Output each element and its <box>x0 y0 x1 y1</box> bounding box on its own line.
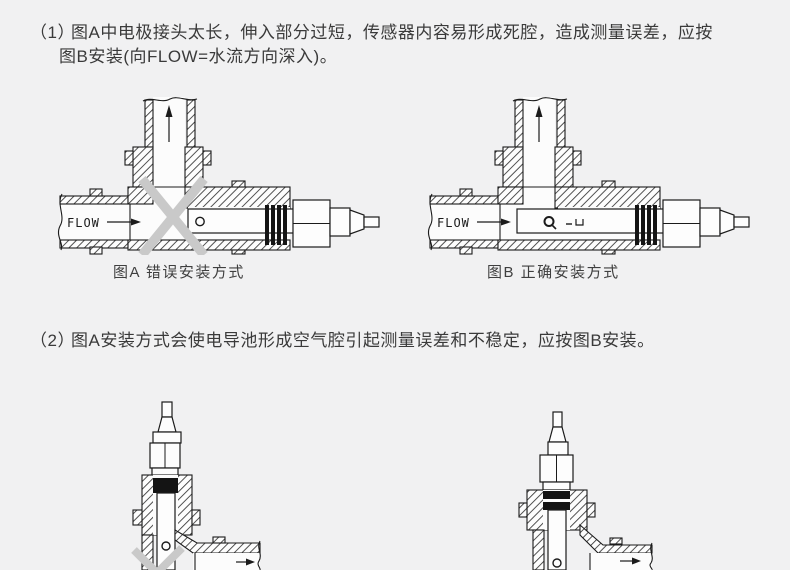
cable-pin <box>363 216 380 228</box>
sensor-fittings <box>635 199 750 248</box>
sensor-fittings <box>265 199 380 248</box>
up-arrow-icon <box>535 105 543 142</box>
seal-ring <box>153 478 178 493</box>
electrode-hole <box>161 541 171 551</box>
outlet-pipe <box>174 529 261 570</box>
note2-number: （2） <box>30 331 75 350</box>
figure-a-caption: 图A 错误安装方式 <box>113 264 245 281</box>
flow-label: FLOW <box>67 216 100 230</box>
figure-d-diagram <box>518 411 653 570</box>
outlet-pipe <box>579 523 653 570</box>
vertical-pipe <box>494 97 582 204</box>
sensor-probe <box>547 509 567 570</box>
up-arrow-icon <box>165 105 173 142</box>
note1-line2: 图B安装(向FLOW=水流方向深入)。 <box>59 47 338 66</box>
electrode-hole <box>195 216 205 227</box>
cable-pin <box>161 401 173 418</box>
figure-b-diagram: FLOW <box>427 97 750 255</box>
note1-line1: 图A中电极接头太长，伸入部分过短，传感器内容易形成死腔，造成测量误差，应按 <box>71 23 713 42</box>
sensor-connector <box>539 411 574 491</box>
x-mark-icon <box>138 175 208 255</box>
vertical-pipe <box>124 97 212 204</box>
figure-a-diagram: FLOW <box>57 97 380 255</box>
seal-ring <box>543 502 570 510</box>
sensor-connector <box>149 401 182 477</box>
x-mark-icon <box>131 545 185 570</box>
flow-arrow-icon <box>620 557 641 565</box>
electrode-hole <box>543 216 555 227</box>
figure-b-caption: 图B 正确安装方式 <box>487 264 620 281</box>
note1-number: （1） <box>30 23 75 42</box>
note2-text: 图A安装方式会使电导池形成空气腔引起测量误差和不稳定，应按图B安装。 <box>71 331 655 350</box>
seal-ring <box>543 491 570 499</box>
figure-c-diagram <box>131 401 261 570</box>
electrode-hole <box>552 558 562 568</box>
cable-pin <box>552 411 563 428</box>
cable-pin <box>733 216 750 228</box>
flow-label: FLOW <box>437 216 470 230</box>
flow-arrow-icon <box>236 558 255 566</box>
tee-body <box>497 180 661 255</box>
